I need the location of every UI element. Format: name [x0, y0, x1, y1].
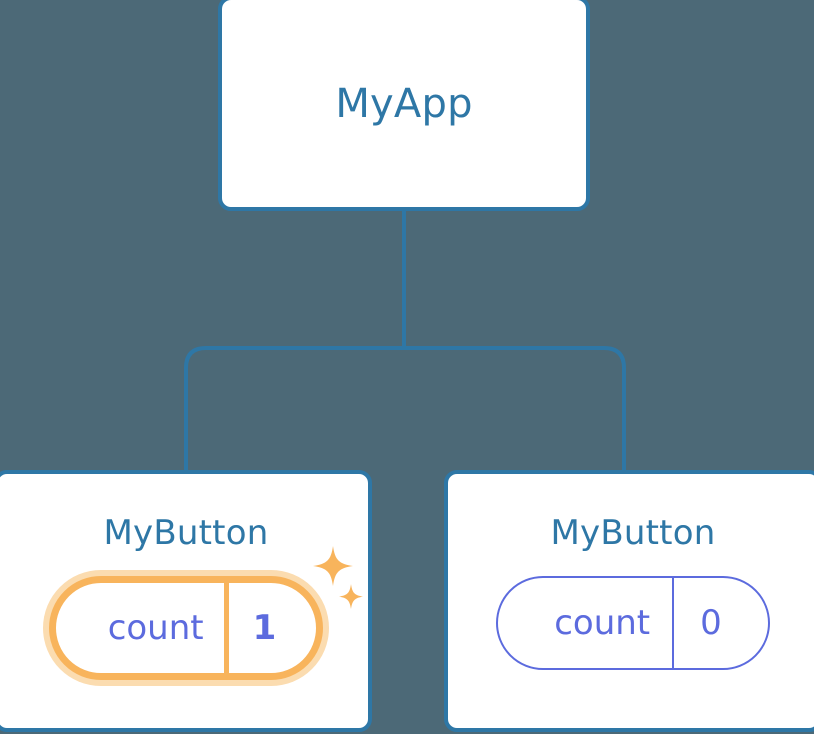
- node-myapp[interactable]: MyApp: [218, 0, 590, 211]
- state-key-label: count: [554, 603, 651, 643]
- state-pill-wrapper: count 0: [496, 576, 770, 670]
- state-key-label: count: [107, 608, 204, 648]
- sparkle-large-icon: [313, 546, 354, 586]
- sparkles-group: [313, 546, 364, 609]
- state-pill-wrapper: count 1: [43, 546, 364, 680]
- node-title: MyButton: [103, 513, 269, 553]
- state-pill-highlighted[interactable]: count 1: [48, 576, 324, 680]
- sparkle-small-icon: [339, 584, 364, 609]
- connector-branch-bar: [184, 346, 626, 470]
- state-value-label: 1: [223, 583, 317, 673]
- node-mybutton-right[interactable]: MyButton count 0: [444, 470, 814, 732]
- node-mybutton-left[interactable]: MyButton count 1: [0, 470, 372, 732]
- state-pill[interactable]: count 0: [496, 576, 770, 670]
- node-title: MyApp: [335, 80, 473, 127]
- state-value-label: 0: [672, 578, 768, 668]
- node-title: MyButton: [550, 513, 716, 553]
